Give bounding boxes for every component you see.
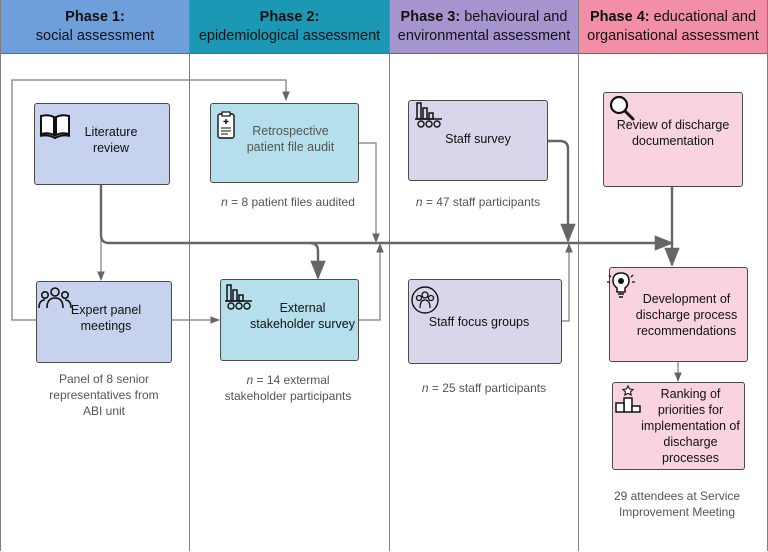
podium-icon — [615, 384, 641, 413]
survey-chart-icon — [222, 282, 256, 314]
book-icon — [39, 114, 71, 140]
ranking-box: Ranking of priorities for implementation… — [612, 382, 745, 470]
phase-1-lane: Phase 1: social assessment — [0, 0, 190, 551]
focus-group-icon — [411, 286, 439, 314]
audit-note-text: = 8 patient files audited — [227, 195, 355, 209]
phase-1-subtitle: social assessment — [35, 27, 155, 44]
phase-4-title: Phase 4: — [589, 8, 650, 25]
retrospective-audit-label: Retrospective patient file audit — [246, 124, 335, 154]
literature-review-label: Literature review — [84, 125, 138, 155]
audit-note: n = 8 patient files audited — [196, 194, 380, 210]
ranking-label: Ranking of priorities for implementation… — [641, 387, 740, 465]
panel-note: Panel of 8 senior representatives from A… — [49, 372, 159, 418]
phase-3-header: Phase 3: behavioural and environmental a… — [390, 0, 578, 54]
staff-survey-label: Staff survey — [445, 131, 511, 146]
phase-2-header: Phase 2: epidemiological assessment — [190, 0, 389, 54]
arrow-focus-to-crossline — [562, 243, 573, 322]
phase-2-subtitle: epidemiological assessment — [198, 27, 381, 44]
phase-4-subtitle: organisational assessment — [587, 27, 759, 44]
focus-note-n: n — [421, 381, 429, 395]
phase-4-title-rest: educational and — [649, 8, 757, 25]
magnifier-icon — [609, 95, 635, 121]
phase-2-title: Phase 2: — [259, 8, 320, 25]
external-note-text: = 14 extermal stakeholder participants — [224, 373, 352, 403]
phase-3-lane: Phase 3: behavioural and environmental a… — [390, 0, 579, 551]
arrow-audit-to-crossline — [359, 142, 380, 243]
phase-1-header: Phase 1: social assessment — [1, 0, 189, 54]
phase-2-lane: Phase 2: epidemiological assessment — [190, 0, 390, 551]
phase-3-title-rest: behavioural and — [460, 8, 568, 25]
lightbulb-icon — [607, 272, 635, 298]
survey-chart-icon — [415, 102, 442, 128]
phase-1-title: Phase 1: — [65, 8, 125, 25]
external-note-n: n — [246, 373, 254, 387]
arrow-survey-to-crossline — [548, 139, 576, 243]
clipboard-icon — [217, 111, 235, 139]
staff-focus-box: Staff focus groups — [408, 279, 562, 364]
attendees-note: 29 attendees at Service Improvement Meet… — [613, 489, 741, 519]
survey-note: n = 47 staff participants — [390, 194, 566, 210]
survey-note-n: n — [415, 195, 423, 209]
survey-note-text: = 47 staff participants — [422, 195, 541, 209]
development-label: Development of discharge process recomme… — [635, 291, 738, 338]
arrow-external-to-crossline — [359, 243, 384, 321]
people-group-icon — [38, 287, 72, 309]
staff-focus-label: Staff focus groups — [428, 314, 530, 329]
retrospective-audit-box: Retrospective patient file audit — [210, 103, 359, 183]
focus-note-text: = 25 staff participants — [428, 381, 547, 395]
arrow-panel-to-audit — [11, 79, 290, 321]
expert-panel-label: Expert panel meetings — [70, 303, 142, 333]
phase-4-header: Phase 4: educational and organisational … — [579, 0, 767, 54]
audit-note-n: n — [221, 195, 228, 209]
review-discharge-label: Review of discharge documentation — [616, 117, 730, 148]
arrow-crossline-to-external — [309, 241, 326, 280]
phase-3-subtitle: environmental assessment — [397, 27, 571, 44]
external-note: n = 14 extermal stakeholder participants — [196, 372, 380, 404]
focus-note: n = 25 staff participants — [396, 380, 572, 396]
external-survey-label: External stakeholder survey — [250, 301, 355, 331]
development-box: Development of discharge process recomme… — [609, 267, 748, 362]
phase-3-title: Phase 3: — [400, 8, 461, 25]
arrow-literature-crossline — [99, 185, 674, 251]
